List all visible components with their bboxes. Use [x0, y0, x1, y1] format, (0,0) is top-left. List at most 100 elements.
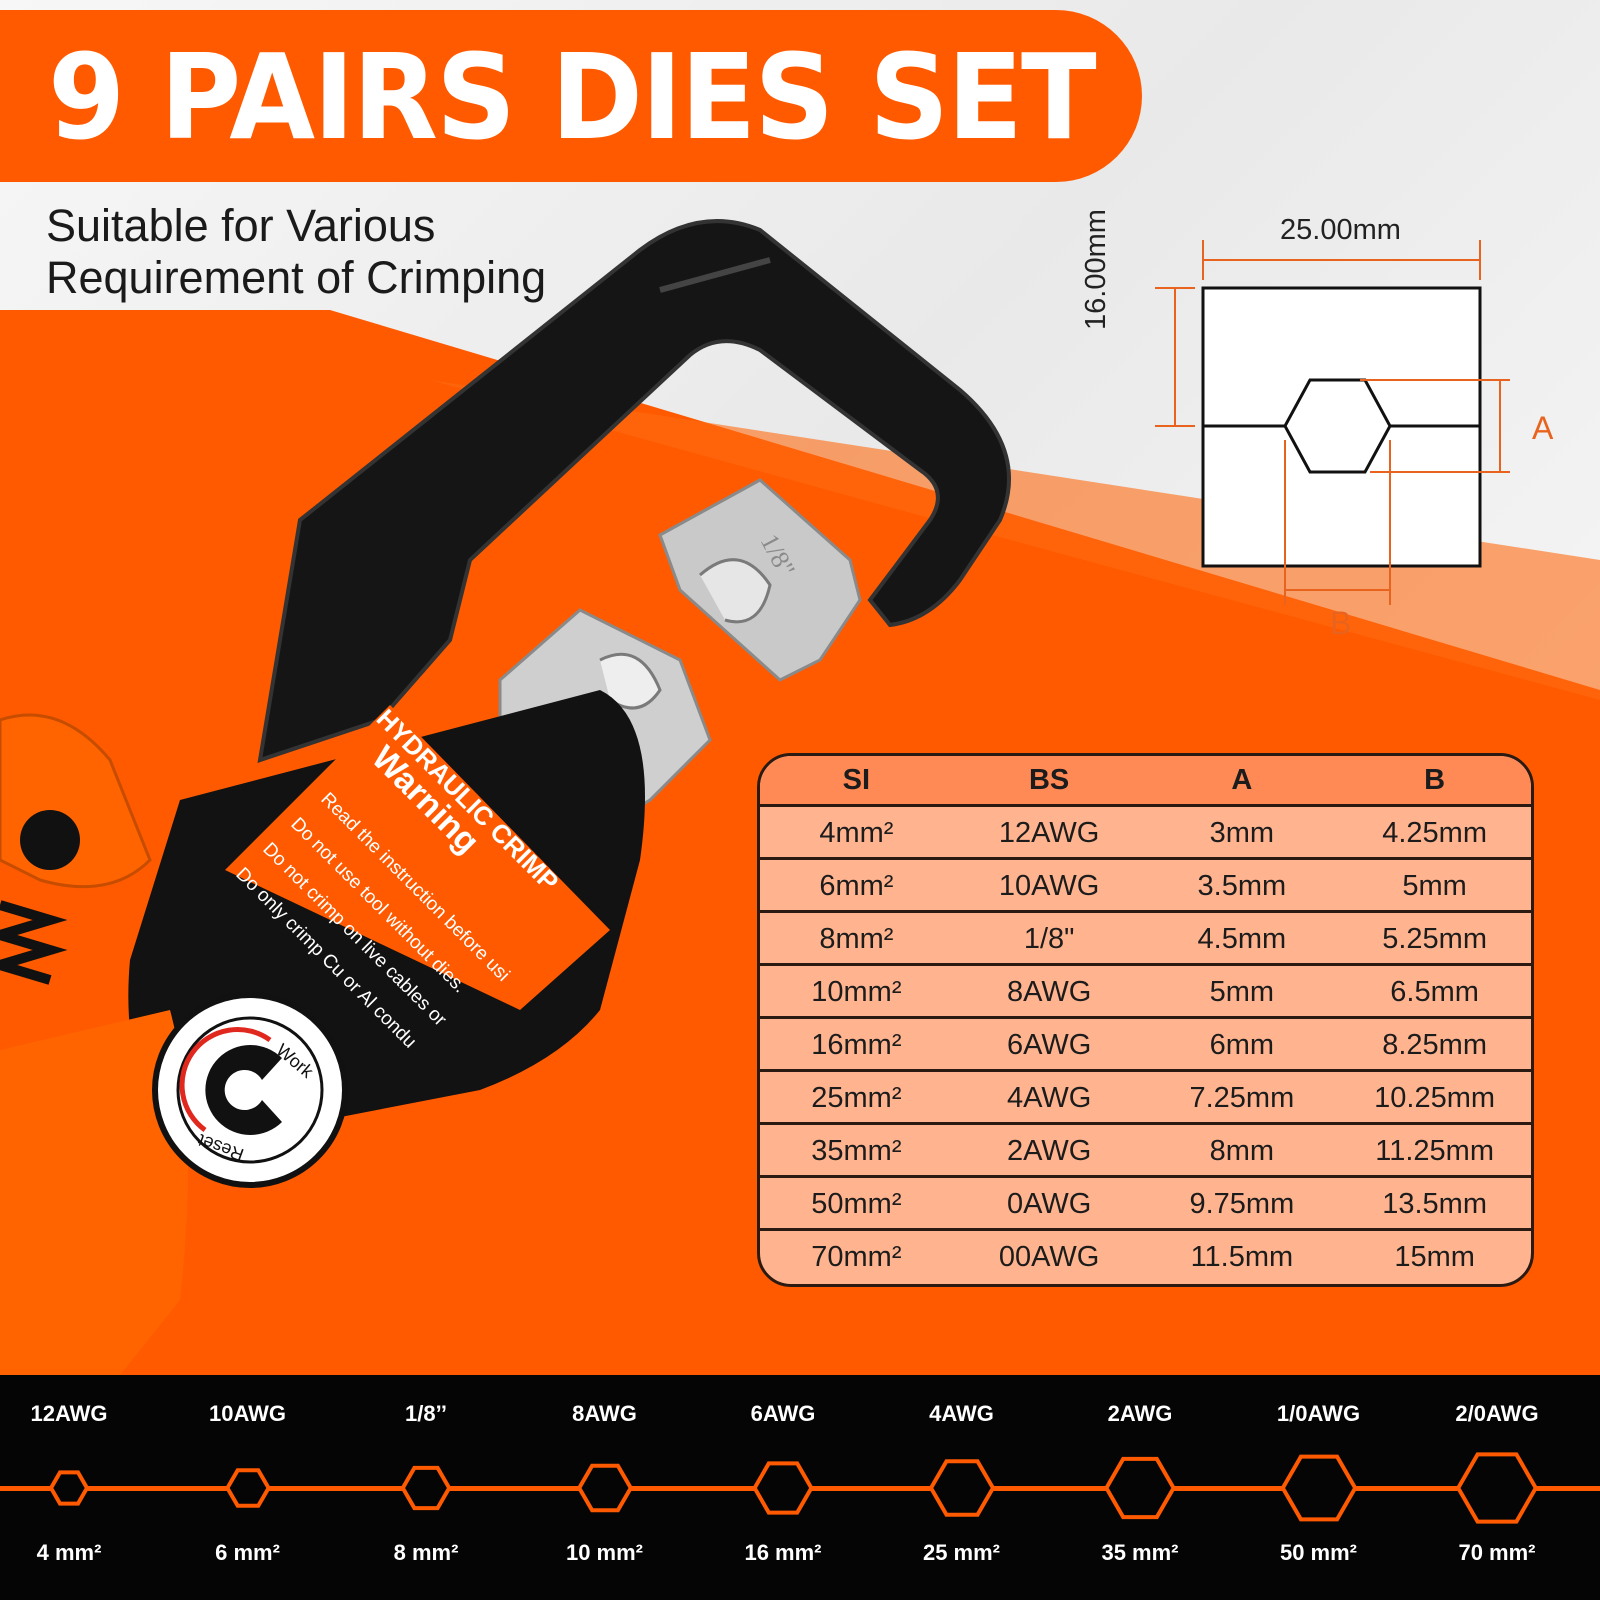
- die-awg-label: 12AWG: [30, 1401, 108, 1426]
- upper-die-cavity: [699, 558, 772, 624]
- subtitle: Suitable for Various Requirement of Crim…: [46, 200, 546, 304]
- die-awg-label: 2AWG: [1107, 1401, 1173, 1426]
- table-header-cell: B: [1424, 764, 1446, 796]
- table-cell: 2AWG: [1006, 1135, 1092, 1167]
- table-row: 10mm² 8AWG 5mm 6.5mm: [760, 966, 1531, 1019]
- die-awg-label: 1/0AWG: [1276, 1401, 1361, 1426]
- table-cell: 50mm²: [811, 1188, 902, 1220]
- table-cell: 4.5mm: [1197, 923, 1287, 955]
- table-cell: 8mm: [1209, 1135, 1275, 1167]
- table-row: 70mm² 00AWG 11.5mm 15mm: [760, 1231, 1531, 1281]
- table-cell: 16mm²: [811, 1029, 902, 1061]
- warning-sticker: [225, 705, 610, 1010]
- die-awg-label: 8AWG: [572, 1401, 637, 1426]
- frame-highlight: [659, 257, 771, 293]
- table-row: 4mm² 12AWG 3mm 4.25mm: [760, 807, 1531, 860]
- table-row: 8mm² 1/8" 4.5mm 5.25mm: [760, 913, 1531, 966]
- table-row: 16mm² 6AWG 6mm 8.25mm: [760, 1019, 1531, 1072]
- table-cell: 8mm²: [819, 923, 894, 955]
- table-cell: 5mm: [1402, 870, 1467, 902]
- table-row: 35mm² 2AWG 8mm 11.25mm: [760, 1125, 1531, 1178]
- die-size-item: 1/0AWG 50 mm²: [1230, 1375, 1408, 1600]
- table-header-cell: BS: [1028, 764, 1070, 796]
- table-cell: 8.25mm: [1382, 1029, 1487, 1061]
- die-size-item: 2AWG 35 mm²: [1051, 1375, 1229, 1600]
- die-mm-label: 35 mm²: [1101, 1540, 1179, 1565]
- crimper-c-frame: [257, 219, 1011, 763]
- table-cell: 13.5mm: [1382, 1188, 1487, 1220]
- title-banner: 9 PAIRS DIES SET: [0, 10, 1142, 182]
- die-dimension-diagram: [1155, 240, 1510, 605]
- height-label: 16.00mm: [1080, 209, 1112, 330]
- table-row: 6mm² 10AWG 3.5mm 5mm: [760, 860, 1531, 913]
- table-cell: 5mm: [1209, 976, 1275, 1008]
- table-cell: 00AWG: [998, 1241, 1100, 1273]
- hex-die-icon: [1104, 1456, 1176, 1520]
- die-size-item: 12AWG 4 mm²: [0, 1375, 158, 1600]
- table-cell: 6.5mm: [1390, 976, 1479, 1008]
- b-label: B: [1330, 605, 1352, 641]
- hex-die-icon: [928, 1459, 995, 1517]
- hex-die-icon: [1455, 1452, 1539, 1524]
- die-awg-label: 10AWG: [208, 1401, 287, 1426]
- hex-cavity: [1283, 378, 1392, 474]
- spring: [0, 900, 68, 985]
- table-cell: 6mm²: [819, 870, 894, 902]
- orange-background-wedge: [430, 380, 1600, 700]
- table-cell: 15mm: [1394, 1241, 1475, 1273]
- lower-die-cavity: [599, 652, 662, 710]
- dial-knob: [205, 1045, 282, 1135]
- table-cell: 11.5mm: [1190, 1241, 1294, 1273]
- hex-die-icon: [576, 1463, 633, 1513]
- die-awg-label: 1/8’’: [405, 1401, 447, 1426]
- hex-die-icon: [224, 1468, 271, 1508]
- width-label: 25.00mm: [1280, 214, 1401, 246]
- die-mm-label: 6 mm²: [215, 1540, 280, 1565]
- die-mm-label: 4 mm²: [36, 1540, 102, 1565]
- table-cell: 12AWG: [998, 817, 1100, 849]
- die-size-item: 4AWG 25 mm²: [873, 1375, 1051, 1600]
- table-cell: 10AWG: [998, 870, 1100, 902]
- table-cell: 8AWG: [1006, 976, 1092, 1008]
- die-size-item: 10AWG 6 mm²: [159, 1375, 337, 1600]
- table-cell: 3mm: [1209, 817, 1275, 849]
- table-cell: 11.25mm: [1375, 1135, 1494, 1167]
- table-cell: 35mm²: [811, 1135, 902, 1167]
- table-header-cell: A: [1231, 764, 1253, 796]
- die-mm-label: 8 mm²: [393, 1540, 459, 1565]
- table-cell: 5.25mm: [1382, 923, 1487, 955]
- table-cell: 70mm²: [811, 1241, 902, 1273]
- table-cell: 0AWG: [1006, 1188, 1092, 1220]
- table-cell: 9.75mm: [1189, 1188, 1295, 1220]
- table-cell: 10mm²: [811, 976, 902, 1008]
- table-cell: 6mm: [1209, 1029, 1275, 1061]
- die-size-item: 1/8’’ 8 mm²: [337, 1375, 515, 1600]
- die-mm-label: 70 mm²: [1458, 1540, 1536, 1565]
- subtitle-line-1: Suitable for Various: [46, 200, 436, 251]
- die-awg-label: 4AWG: [929, 1401, 994, 1426]
- table-cell: 1/8": [1023, 923, 1075, 955]
- table-cell: 6AWG: [1006, 1029, 1092, 1061]
- table-cell: 4AWG: [1006, 1082, 1092, 1114]
- subtitle-line-2: Requirement of Crimping: [46, 252, 547, 303]
- table-cell: 3.5mm: [1197, 870, 1287, 902]
- die-mm-label: 50 mm²: [1279, 1540, 1358, 1565]
- table-body: 4mm² 12AWG 3mm 4.25mm 6mm² 10AWG 3.5mm 5mm 8mm² 1…: [760, 807, 1531, 1281]
- table-cell: 4.25mm: [1382, 817, 1487, 849]
- table-cell: 4mm²: [819, 817, 894, 849]
- hex-die-icon: [1279, 1454, 1358, 1522]
- dial-arrow: [179, 1027, 272, 1133]
- dial-ring: [176, 1016, 324, 1164]
- die-mm-label: 16 mm²: [744, 1540, 822, 1565]
- table-cell: 7.25mm: [1189, 1082, 1295, 1114]
- hex-die-icon: [752, 1461, 814, 1515]
- table-cell: 10.25mm: [1374, 1082, 1496, 1114]
- die-mm-label: 25 mm²: [922, 1540, 1001, 1565]
- lever-pivot: [20, 810, 80, 870]
- die-awg-label: 2/0AWG: [1455, 1401, 1539, 1426]
